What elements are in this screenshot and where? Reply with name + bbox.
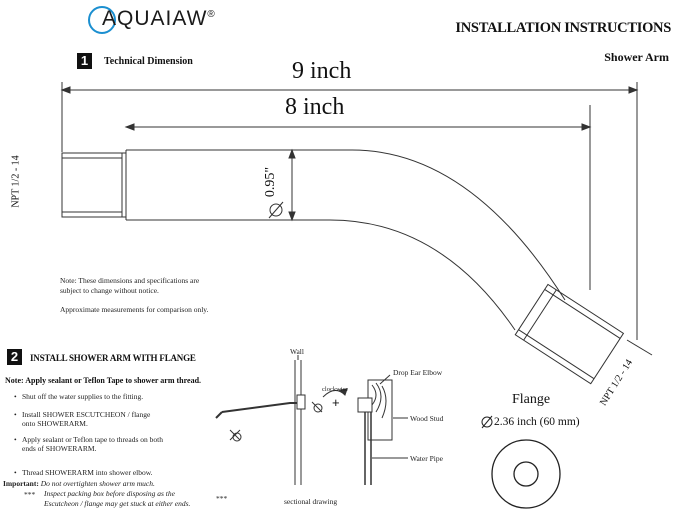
wood-grain (371, 382, 387, 419)
diameter-label-box: 0.95" (263, 154, 292, 214)
diameter-symbol-slash (268, 201, 284, 219)
step2-instructions: Shut off the water supplies to the fitti… (14, 392, 194, 477)
arm-bottom-edge (126, 219, 516, 331)
step1-note: Note: These dimensions and specification… (60, 276, 280, 315)
plus-sign: + (332, 395, 340, 410)
instruction-item: Shut off the water supplies to the fitti… (14, 392, 194, 402)
step2-note: Note: Apply sealant or Teflon Tape to sh… (5, 376, 202, 385)
brand-logo: AQUAIAW® (88, 4, 238, 36)
sectional-caption: sectional drawing (284, 497, 338, 506)
page-title: INSTALLATION INSTRUCTIONS (455, 20, 671, 36)
elbow-small-icon-detail (311, 401, 323, 413)
diameter-symbol-icon (269, 203, 283, 217)
page-subtitle: Shower Arm (604, 50, 669, 64)
diameter-arrow-bottom (288, 211, 296, 222)
important-line-text: Escutcheon / flange may get stuck at eit… (44, 499, 191, 508)
important-line: Inspect packing box before disposing as … (44, 489, 175, 498)
instruction-item: Install SHOWER ESCUTCHEON / flange onto … (14, 410, 152, 429)
important-label: Important: (3, 479, 39, 488)
flange-diameter-icon (481, 416, 493, 428)
dimension-9-inch: 9 inch (292, 58, 352, 84)
clockwise-arrowhead (338, 388, 348, 396)
section-shower-arm (221, 402, 300, 413)
note-line: subject to change without notice. (60, 286, 159, 295)
drop-ear-elbow-icon (357, 397, 373, 413)
elbow-small-icon (313, 403, 323, 413)
leader-elbow (379, 374, 391, 385)
flange-dimension: 2.36 inch (60 mm) (494, 416, 580, 428)
logo-text: AQUAIAW (102, 7, 208, 30)
section-arm-tip (215, 411, 223, 419)
thread-left-label: NPT 1/2 - 14 (10, 155, 22, 208)
flange-title: Flange (512, 392, 551, 407)
thread-left-box: NPT 1/2 - 14 (11, 155, 38, 207)
arrow-right-9 (628, 86, 639, 94)
important-stars-right: *** (216, 494, 228, 503)
step2-label: INSTALL SHOWER ARM WITH FLANGE (30, 353, 196, 363)
important-line-text: Inspect packing box before disposing as … (44, 489, 175, 498)
section-flange (296, 394, 306, 410)
important-line: Do not overtighten shower arm much. (40, 479, 155, 488)
npt-right-leader (626, 339, 653, 356)
note-line: Note: These dimensions and specification… (60, 276, 200, 285)
arm-top-edge (126, 149, 566, 301)
diameter-arrow-top (288, 148, 296, 159)
logo-ring-icon (88, 6, 116, 34)
instruction-item: Thread SHOWERARM into shower elbow. (14, 468, 194, 478)
important-line: Escutcheon / flange may get stuck at eit… (44, 499, 190, 508)
dimension-8-inch: 8 inch (285, 94, 345, 120)
arrow-right-8 (581, 123, 592, 131)
flange-diameter-slash (481, 415, 493, 429)
arrow-left-9 (60, 86, 71, 94)
left-thread-section (61, 152, 127, 218)
label-water-pipe: Water Pipe (410, 454, 443, 463)
right-thread-section (514, 283, 625, 385)
flange-drawing (481, 415, 561, 509)
step1-number-badge: 1 (77, 53, 92, 69)
logo-registered-mark: ® (207, 9, 216, 20)
diameter-label: 0.95" (263, 166, 279, 198)
instruction-item: Apply sealant or Teflon tape to threads … (14, 435, 167, 454)
label-drop-ear-elbow: Drop Ear Elbow (393, 368, 443, 377)
note-line: Approximate measurements for comparison … (60, 305, 209, 314)
label-clockwise: clockwise (322, 386, 348, 393)
flange-small-icon-detail (229, 429, 241, 441)
important-stars-left: *** (24, 490, 36, 499)
label-wall: Wall (290, 347, 304, 356)
arrow-left-8 (124, 123, 135, 131)
label-wood-stud: Wood Stud (410, 414, 444, 423)
step1-label: Technical Dimension (104, 56, 193, 67)
important-note: Important: Do not overtighten shower arm… (3, 479, 155, 488)
step2-number-badge: 2 (7, 349, 22, 365)
